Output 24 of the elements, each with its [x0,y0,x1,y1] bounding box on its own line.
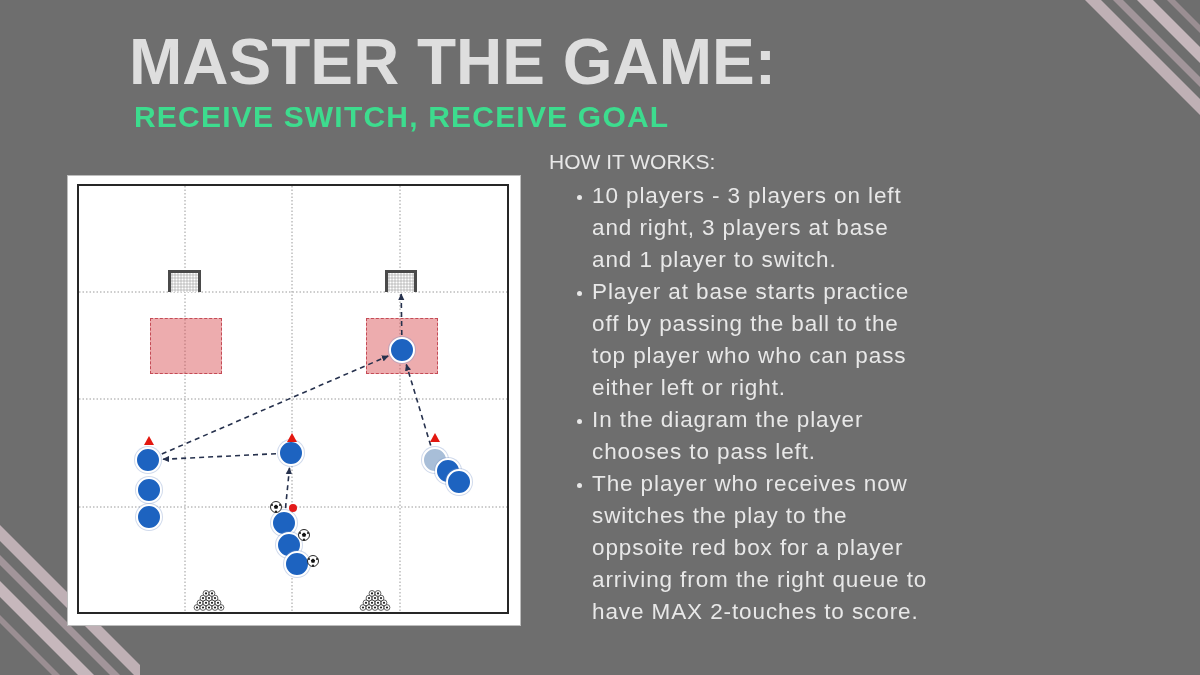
pass-arrow [284,467,292,509]
player-token [278,440,304,466]
player-token [284,551,310,577]
pass-arrow [162,452,277,463]
instruction-text: 10 players - 3 players on left and right, 3 players at base and 1 player to switch. [592,182,903,274]
player-token [389,337,415,363]
player-token [136,477,162,503]
target-zone [366,318,438,374]
goal-icon [168,270,201,292]
pass-arrow [398,293,405,336]
goal-icon [385,270,417,292]
target-zone [150,318,222,374]
section-heading: HOW IT WORKS: [549,149,717,175]
player-token [446,469,472,495]
pass-arrow [405,363,432,447]
player-token [135,447,161,473]
title: MASTER THE GAME: [129,30,777,94]
instruction-text: The player who receives now switches the play to the oppsoite red box for a player arriving from the right queue to have MAX 2-touches to score. [592,470,929,626]
subtitle: RECEIVE SWITCH, RECEIVE GOAL [134,102,670,132]
player-token [271,510,297,536]
player-token [136,504,162,530]
pass-arrow [161,355,389,455]
instruction-text: Player at base starts practice off by passing the ball to the top player who who can pass either left or right. [592,278,911,402]
instruction-text: In the diagram the player chooses to pass left. [592,406,865,466]
